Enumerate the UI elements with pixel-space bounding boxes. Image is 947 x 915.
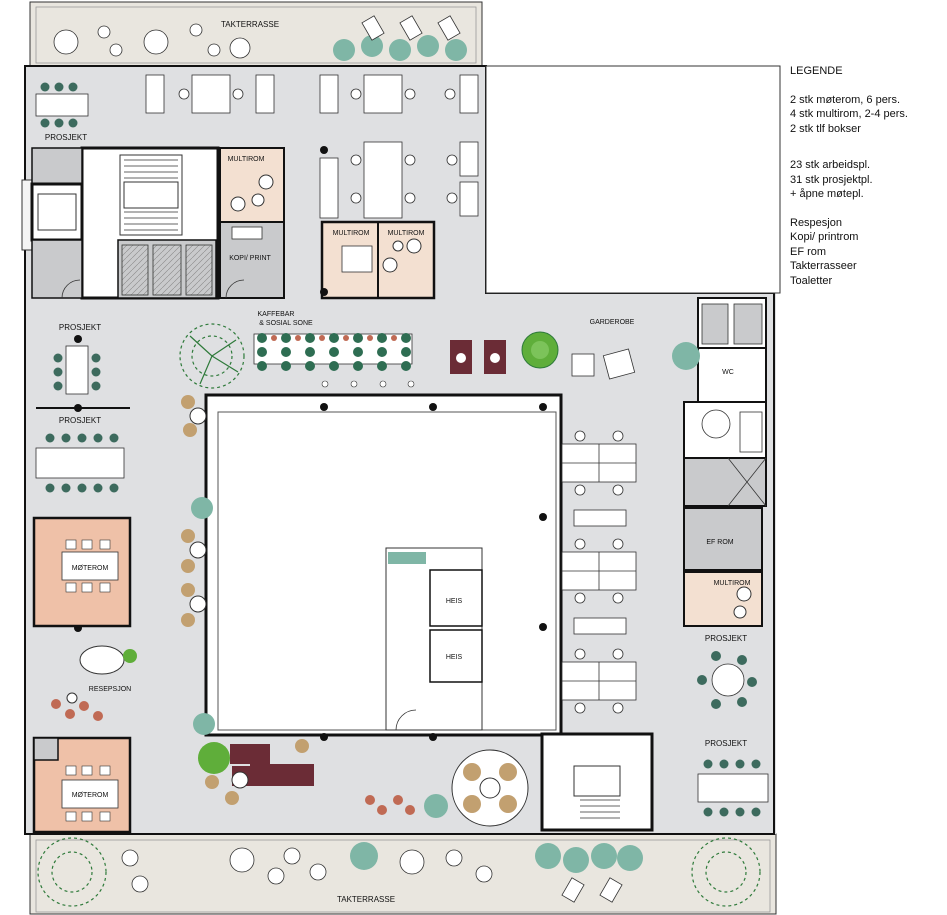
legend-group-rooms: 2 stk møterom, 6 pers. 4 stk multirom, 2… (790, 93, 940, 137)
wc-block (683, 297, 767, 507)
round-table-bottom[interactable] (451, 749, 529, 827)
legend-group-workplaces: 23 stk arbeidspl. 31 stk prosjektpl. + å… (790, 158, 940, 202)
kopi-print-room[interactable] (219, 221, 285, 299)
prosjekt-left-table-1[interactable] (53, 345, 101, 395)
legend-line: 31 stk prosjektpl. (790, 173, 873, 186)
prosjekt-left-table-2[interactable] (35, 433, 125, 493)
label-prosjekt-left-2: PROSJEKT (59, 416, 101, 425)
legend-line: Respesjon (790, 216, 842, 229)
column (320, 146, 328, 154)
label-prosjekt-left-1: PROSJEKT (59, 323, 101, 332)
lounge-chairs (450, 340, 506, 374)
kaffebar-zone[interactable] (253, 333, 415, 388)
stair-core-left (30, 146, 220, 300)
label-ef-rom: EF ROM (706, 539, 733, 546)
legend-line: Takterrasseer (790, 260, 857, 272)
legend-line: 23 stk arbeidspl. (790, 159, 871, 171)
atrium-left-seating (181, 395, 215, 735)
terrace-top-plants (333, 35, 467, 61)
prosjekt-top-table[interactable] (35, 82, 89, 128)
legend-line: Toaletter (790, 274, 833, 287)
multirom-a-room[interactable] (219, 147, 285, 223)
multirom-d-room[interactable] (683, 571, 763, 627)
label-multirom-d: MULTIROM (714, 580, 751, 587)
terrace-bottom-trees (37, 837, 761, 907)
legend-frame (485, 65, 781, 294)
stair-core-right (540, 732, 654, 832)
atrium-columns (74, 335, 547, 741)
armchairs-white (571, 348, 636, 380)
legend-line: EF rom (790, 245, 827, 258)
label-prosjekt-right-2: PROSJEKT (705, 739, 747, 748)
legend-panel: LEGENDE 2 stk møterom, 6 pers. 4 stk mul… (790, 64, 940, 302)
ef-rom-room[interactable] (683, 507, 763, 571)
plant-round (521, 331, 559, 369)
prosjekt-right-table[interactable] (697, 651, 757, 709)
label-prosjekt-right-1: PROSJEKT (705, 634, 747, 643)
legend-line: 2 stk tlf bokser (790, 122, 861, 135)
moterom-2-room[interactable] (32, 736, 132, 834)
terrace-bottom-furniture (121, 847, 493, 893)
plant-garderobe (672, 342, 700, 370)
label-heis-1: HEIS (446, 598, 463, 605)
label-wc: WC (722, 369, 734, 376)
label-terrace-top: TAKTERRASSE (221, 20, 279, 29)
legend-line: 2 stk møterom, 6 pers. (790, 93, 901, 106)
label-kaffebar-1: KAFFEBAR (258, 311, 295, 318)
terrace-top-loungers (361, 15, 461, 41)
label-multirom-a: MULTIROM (228, 156, 265, 163)
label-resepsjon: RESEPSJON (89, 686, 131, 693)
terrace-top-furniture (53, 23, 251, 59)
label-terrace-bottom: TAKTERRASSE (337, 895, 395, 904)
workstations-top (145, 74, 479, 219)
label-moterom-2: MØTEROM (72, 792, 109, 799)
label-heis-2: HEIS (446, 654, 463, 661)
stools-reception (51, 692, 103, 721)
prosjekt-right-bottom-table[interactable] (697, 759, 769, 817)
tree-kaffebar (179, 323, 245, 389)
column (320, 288, 328, 296)
label-kopi-print: KOPI/ PRINT (229, 255, 271, 262)
terrace-bottom (29, 833, 777, 915)
moterom-1-room[interactable] (32, 516, 132, 628)
lounge-bottom (198, 739, 314, 805)
legend-title: LEGENDE (790, 65, 843, 77)
plant-bottom (424, 794, 448, 818)
reception-desk[interactable] (79, 645, 137, 675)
label-garderobe: GARDEROBE (590, 319, 635, 326)
terrace-bottom-plants (350, 842, 643, 873)
label-moterom-1: MØTEROM (72, 565, 109, 572)
terrace-bottom-loungers (561, 877, 623, 903)
upper-right-void (485, 65, 781, 294)
workstations-right (561, 430, 637, 714)
stools-bottom (365, 795, 415, 815)
legend-group-facilities: Respesjon Kopi/ printrom EF rom Takterra… (790, 216, 940, 289)
label-multirom-c: MULTIROM (388, 230, 425, 237)
label-multirom-b: MULTIROM (333, 230, 370, 237)
legend-line: + åpne møtepl. (790, 188, 864, 200)
atrium (204, 393, 563, 737)
label-kaffebar-2: & SOSIAL SONE (259, 320, 313, 327)
legend-line: Kopi/ printrom (790, 231, 859, 243)
multirom-bc-rooms[interactable] (320, 220, 436, 300)
legend-line: 4 stk multirom, 2-4 pers. (790, 108, 908, 120)
label-prosjekt-top: PROSJEKT (45, 133, 87, 142)
